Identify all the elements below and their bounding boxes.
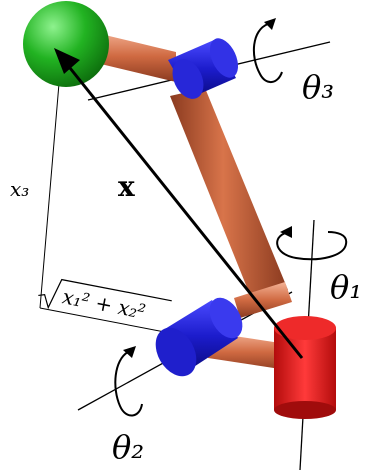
label-vector-x: x <box>118 170 135 203</box>
vector-x-arrow <box>54 48 304 359</box>
sqrt-radicand: x₁² + x₂² <box>60 284 147 323</box>
sqrt-expression: x₁² + x₂² <box>38 278 172 324</box>
joint-cylinder-top <box>168 38 239 99</box>
label-theta1: θ₁ <box>330 268 362 306</box>
long-diagonal-link <box>170 88 288 300</box>
sqrt-radical-sign <box>38 278 172 310</box>
label-theta2: θ₂ <box>112 428 144 466</box>
label-theta3: θ₃ <box>302 68 334 106</box>
joint-cylinder-bottom <box>155 297 243 377</box>
label-x3: x₃ <box>10 177 29 201</box>
end-effector-sphere <box>23 1 109 87</box>
rotation-arrow-theta2 <box>114 346 143 417</box>
rotation-arrow-theta1 <box>276 226 348 261</box>
x3-leg-line <box>39 47 63 309</box>
rotation-arrow-theta3 <box>252 18 283 83</box>
base-cylinder <box>274 316 336 419</box>
vector-x-arrowhead <box>54 48 80 74</box>
